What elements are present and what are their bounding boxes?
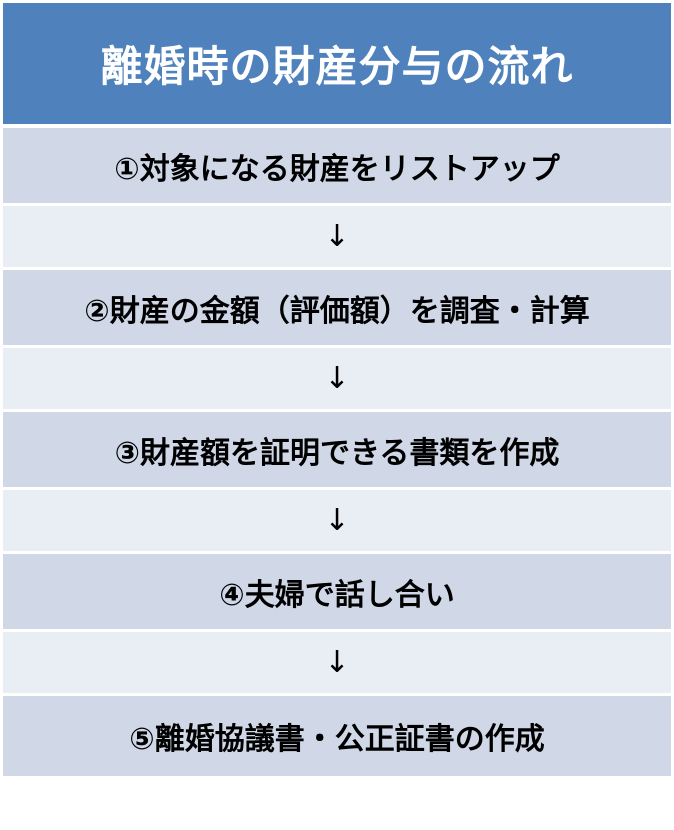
diagram-title: 離婚時の財産分与の流れ (3, 3, 671, 128)
step-3: ③財産額を証明できる書類を作成 (3, 412, 671, 490)
step-2: ②財産の金額（評価額）を調査・計算 (3, 270, 671, 348)
step-5: ⑤離婚協議書・公正証書の作成 (3, 696, 671, 776)
down-arrow-icon: ↓ (3, 206, 671, 270)
step-4: ④夫婦で話し合い (3, 554, 671, 632)
down-arrow-icon: ↓ (3, 490, 671, 554)
step-1: ①対象になる財産をリストアップ (3, 128, 671, 206)
down-arrow-icon: ↓ (3, 632, 671, 696)
down-arrow-icon: ↓ (3, 348, 671, 412)
